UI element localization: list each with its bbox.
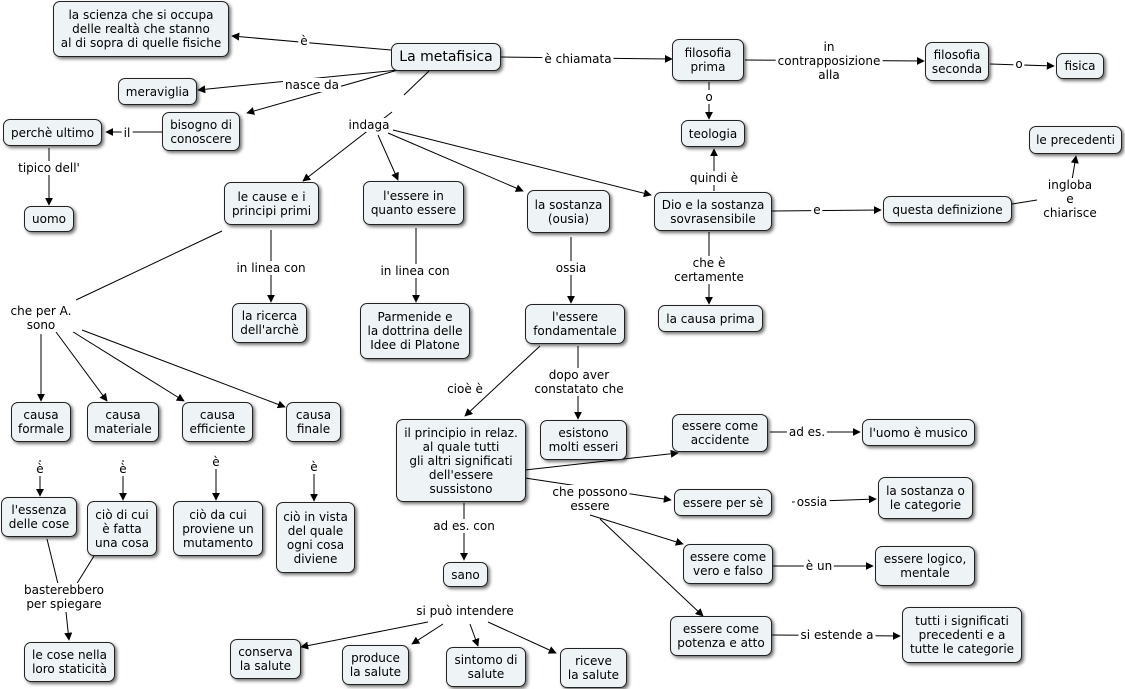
- connector-line: [55, 331, 108, 402]
- link-label-o-teologia: o: [703, 90, 715, 104]
- connector-line: [387, 132, 524, 192]
- connector-line: [392, 129, 652, 198]
- connector-line: [1011, 199, 1038, 205]
- link-label-e: è: [298, 34, 310, 48]
- node-vista[interactable]: ciò in vista del quale ogni cosa diviene: [276, 502, 355, 573]
- connector-line: [771, 206, 882, 215]
- node-definizione[interactable]: questa definizione: [883, 196, 1012, 223]
- node-esistono[interactable]: esistono molti esseri: [540, 420, 627, 460]
- connector-line: [524, 449, 679, 471]
- connector-line: [69, 329, 185, 402]
- node-riceve[interactable]: riceve la salute: [560, 648, 627, 688]
- node-fondamentale[interactable]: l'essere fondamentale: [525, 304, 625, 344]
- link-label-e-conj: e: [811, 203, 823, 217]
- node-principio[interactable]: il principio in relaz. al quale tutti gl…: [396, 419, 526, 502]
- connector-line: [411, 623, 444, 645]
- node-filosofia-prima[interactable]: filosofia prima: [672, 39, 744, 81]
- link-label-il: il: [121, 126, 133, 140]
- node-meraviglia[interactable]: meraviglia: [118, 78, 197, 105]
- node-precedenti[interactable]: le precedenti: [1029, 126, 1122, 154]
- connector-line: [403, 70, 430, 96]
- node-vero[interactable]: essere come vero e falso: [683, 544, 773, 584]
- link-label-e-efficiente: è: [210, 455, 222, 469]
- link-label-cioe: cioè è: [445, 382, 485, 396]
- node-produce[interactable]: produce la salute: [342, 645, 409, 685]
- link-label-ossia-categorie: ossia: [794, 495, 830, 509]
- node-metafisica[interactable]: La metafisica: [391, 43, 501, 71]
- connector-line: [599, 518, 704, 617]
- link-label-e-un: è un: [803, 559, 835, 573]
- link-label-ingloba: ingloba e chiarisce: [1041, 178, 1099, 220]
- node-bisogno[interactable]: bisogno di conoscere: [162, 112, 240, 151]
- node-causa-efficiente[interactable]: causa efficiente: [182, 402, 253, 442]
- link-label-certamente: che è certamente: [672, 256, 746, 284]
- link-label-chiamata: è chiamata: [542, 52, 614, 66]
- node-per-se[interactable]: essere per sè: [674, 489, 772, 516]
- node-causa-prima[interactable]: la causa prima: [658, 305, 763, 332]
- connector-line: [46, 538, 59, 585]
- node-sostanza[interactable]: la sostanza (ousia): [527, 190, 610, 233]
- connector-line: [300, 621, 429, 650]
- node-logico[interactable]: essere logico, mentale: [875, 546, 975, 586]
- node-uomo[interactable]: uomo: [24, 206, 74, 232]
- link-label-e-finale: è: [308, 460, 320, 474]
- link-label-e-formale: è: [34, 462, 46, 476]
- connector-line: [75, 230, 223, 301]
- node-filosofia-seconda[interactable]: filosofia seconda: [925, 42, 989, 81]
- link-label-contrapposizione: in contrapposizione alla: [775, 40, 883, 82]
- node-fisica[interactable]: fisica: [1056, 53, 1104, 79]
- node-categorie[interactable]: la sostanza o le categorie: [878, 477, 973, 519]
- link-label-linea-parmenide: in linea con: [378, 264, 452, 278]
- connector-line: [81, 329, 286, 409]
- node-mutamento[interactable]: ciò da cui proviene un mutamento: [173, 501, 263, 556]
- connector-line: [469, 623, 480, 647]
- link-label-o-fisica: o: [1013, 57, 1025, 71]
- connector-line: [231, 32, 392, 51]
- link-label-tipico: tipico dell': [16, 161, 82, 175]
- link-label-che-per: che per A. sono: [8, 304, 74, 332]
- link-label-dopo-aver: dopo aver constatato che: [532, 368, 626, 396]
- node-cause[interactable]: le cause e i principi primi: [224, 182, 319, 225]
- node-perche[interactable]: perchè ultimo: [3, 119, 102, 146]
- node-sintomo[interactable]: sintomo di salute: [446, 647, 526, 687]
- node-causa-finale[interactable]: causa finale: [286, 402, 341, 442]
- link-label-e-materiale: è: [117, 462, 129, 476]
- connector-line: [464, 345, 541, 417]
- link-label-estende: si estende a: [798, 628, 876, 642]
- node-conserva[interactable]: conserva la salute: [230, 639, 301, 679]
- node-essenza[interactable]: l'essenza delle cose: [1, 497, 77, 537]
- node-musico[interactable]: l'uomo è musico: [862, 419, 975, 446]
- node-fatta[interactable]: ciò di cui è fatta una cosa: [87, 501, 157, 556]
- link-label-intendere: si può intendere: [414, 604, 516, 618]
- connector-line: [377, 134, 399, 181]
- node-causa-materiale[interactable]: causa materiale: [87, 402, 159, 442]
- node-arche[interactable]: la ricerca dell'archè: [232, 303, 307, 343]
- link-label-ossia: ossia: [553, 261, 589, 275]
- link-label-nasce-da: nasce da: [283, 78, 341, 92]
- node-causa-formale[interactable]: causa formale: [11, 402, 71, 442]
- link-label-ades-musico: ad es.: [786, 425, 828, 439]
- link-label-indaga: indaga: [346, 118, 392, 132]
- node-essere-quanto[interactable]: l'essere in quanto essere: [363, 181, 464, 225]
- link-label-ades-con: ad es. con: [431, 519, 497, 533]
- node-staticita[interactable]: le cose nella loro staticità: [24, 642, 115, 682]
- node-sano[interactable]: sano: [443, 562, 488, 587]
- connector-line: [64, 611, 73, 641]
- node-tutti[interactable]: tutti i significati precedenti e a tutte…: [902, 607, 1022, 663]
- node-dio[interactable]: Dio e la sostanza sovrasensibile: [654, 192, 772, 231]
- connector-line: [75, 555, 95, 586]
- connector-line: [487, 621, 557, 654]
- node-teologia[interactable]: teologia: [681, 120, 745, 147]
- connector-line: [589, 514, 684, 546]
- link-label-quindi: quindi è: [687, 171, 741, 185]
- link-label-linea-arche: in linea con: [234, 261, 308, 275]
- node-parmenide[interactable]: Parmenide e la dottrina delle Idee di Pl…: [360, 303, 470, 359]
- link-label-possono: che possono essere: [550, 485, 630, 513]
- link-label-basterebbero: basterebbero per spiegare: [22, 583, 106, 611]
- node-potenza[interactable]: essere come potenza e atto: [670, 616, 772, 656]
- node-scienza[interactable]: la scienza che si occupa delle realtà ch…: [53, 1, 229, 57]
- node-accidente[interactable]: essere come accidente: [672, 414, 768, 452]
